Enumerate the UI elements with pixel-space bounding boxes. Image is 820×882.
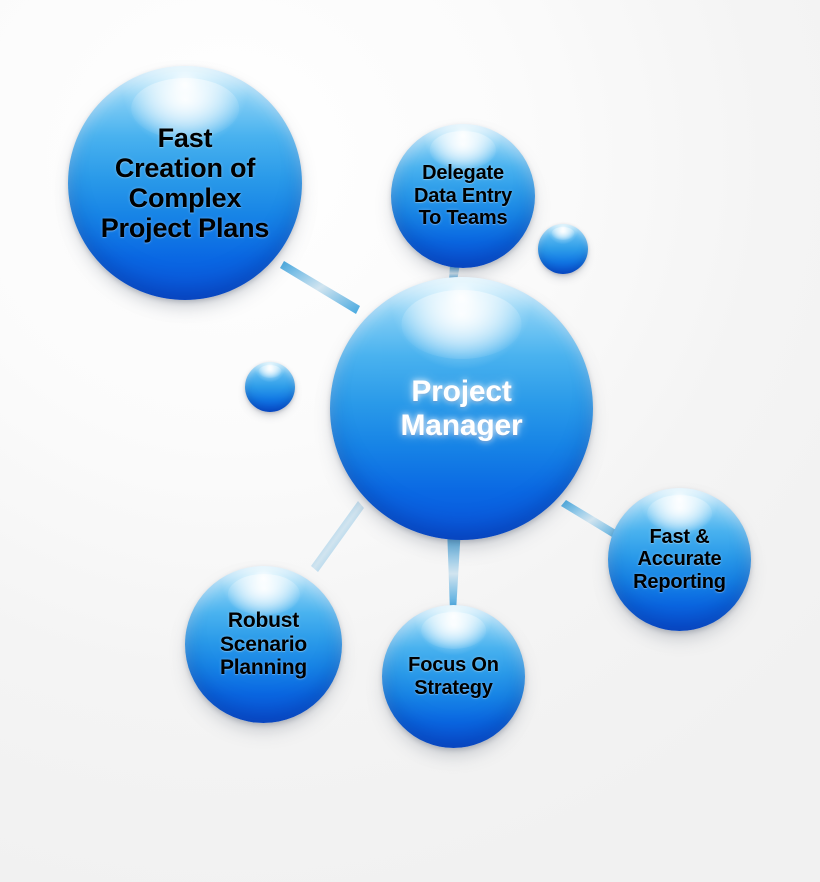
bubble-robust-scenario-planning[interactable]: Robust Scenario Planning [185,566,342,723]
bubble-fast-creation-of-complex-project-plans[interactable]: Fast Creation of Complex Project Plans [68,66,302,300]
bubble-label: Fast Creation of Complex Project Plans [100,122,270,244]
bubble-project-manager-center[interactable]: Project Manager [330,277,593,540]
decorative-small-bubble-right [538,224,588,274]
bubble-label: Project Manager [400,374,523,442]
connector-center-to-fast-creation [280,261,360,314]
bubble-focus-on-strategy[interactable]: Focus On Strategy [382,605,525,748]
bubble-label: Fast & Accurate Reporting [633,525,726,593]
bubble-fast-and-accurate-reporting[interactable]: Fast & Accurate Reporting [608,488,751,631]
decorative-small-bubble-left [245,362,295,412]
bubble-label: Robust Scenario Planning [219,609,308,680]
bubble-label: Focus On Strategy [408,654,499,699]
bubble-label: Delegate Data Entry To Teams [413,162,513,230]
connector-center-to-robust [311,501,364,572]
bubble-delegate-data-entry-to-teams[interactable]: Delegate Data Entry To Teams [391,124,535,268]
